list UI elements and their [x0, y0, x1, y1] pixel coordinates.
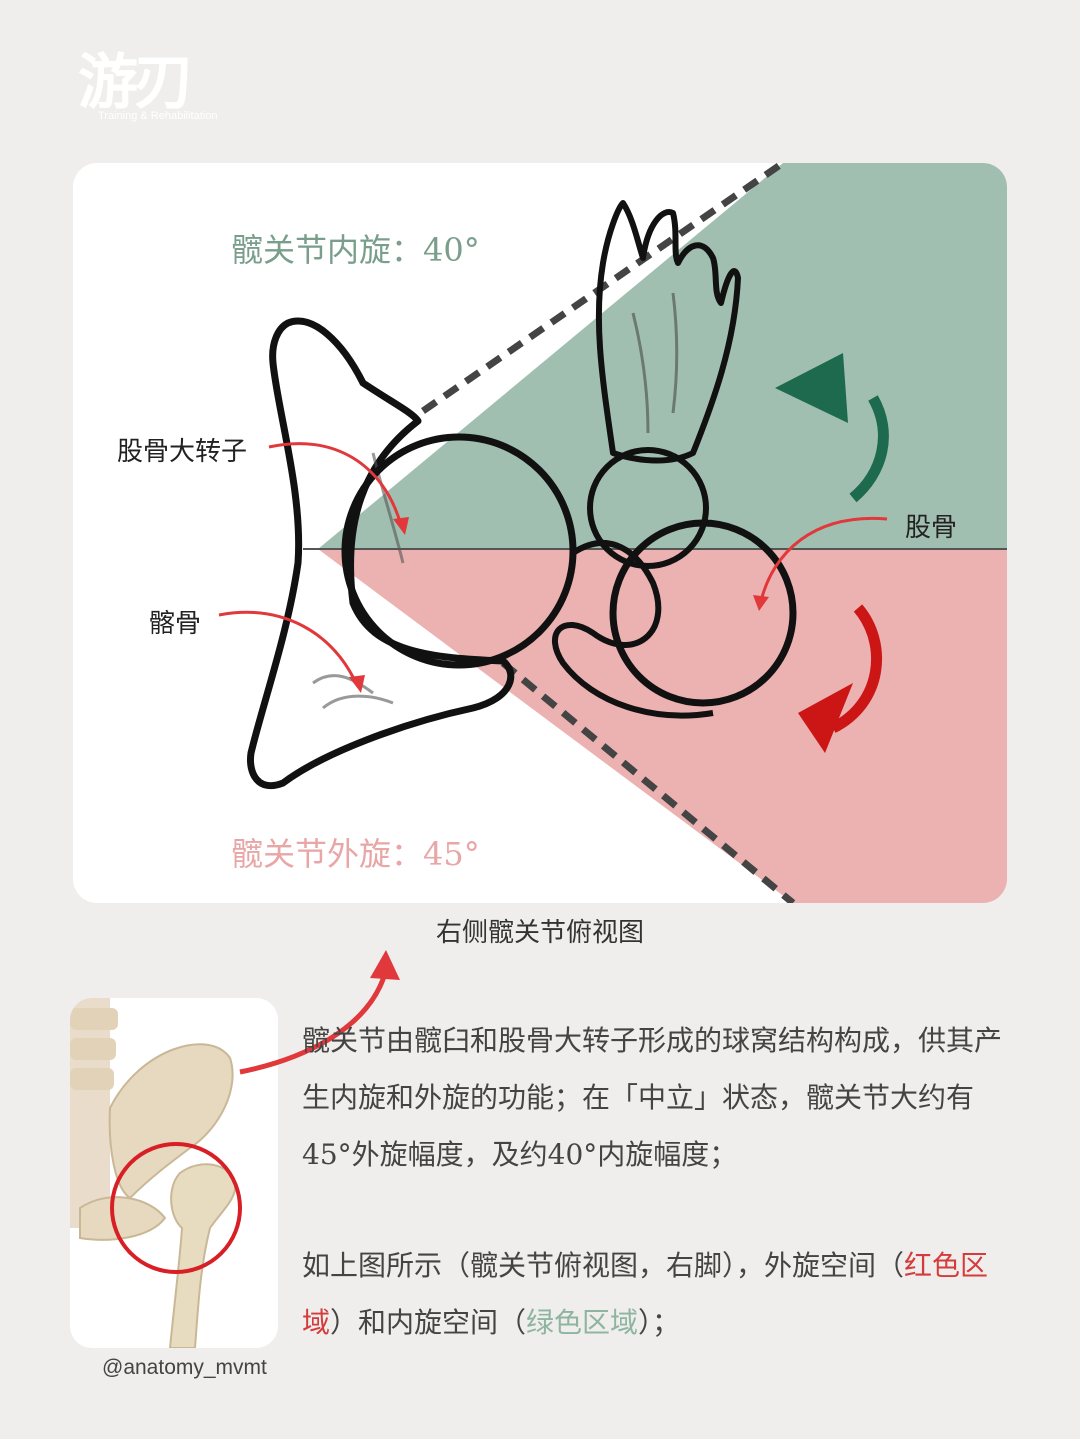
para2-part-c: ）； [638, 1306, 681, 1339]
hip-joint-highlight-circle [110, 1142, 242, 1274]
ilium-pointer [218, 610, 359, 686]
red-zone-term: 红色区域 [302, 1249, 989, 1339]
iliac-wing [108, 1043, 234, 1200]
brand-logo-mark: 游刃 [78, 48, 194, 118]
green-zone-term: 绿色区域 [526, 1306, 639, 1339]
external-rotation-arrowhead [798, 683, 853, 753]
external-boundary-line [500, 660, 796, 903]
brand-logo: 游刃 Training & Rehabilitation [78, 48, 238, 128]
ilium-pointer-head [349, 675, 365, 693]
internal-rotation-zone [318, 163, 1007, 549]
foot-shading [631, 292, 679, 434]
pelvis-illustration [70, 998, 242, 1348]
greater-trochanter-label: 股骨大转子 [117, 437, 248, 467]
diagram-caption: 右侧髋关节俯视图 [435, 918, 644, 948]
greater-trochanter-pointer-head [393, 517, 409, 535]
para2-part-b: ）和内旋空间（ [330, 1306, 527, 1339]
ilium-shading [312, 452, 405, 710]
patella-circle [587, 447, 709, 569]
pelvis-photo [70, 998, 278, 1348]
hip-diagram-svg [218, 163, 1007, 903]
ilium-label: 髂骨 [149, 609, 202, 639]
greater-trochanter-pointer [268, 442, 403, 526]
vertebra [70, 1038, 116, 1060]
foot-outline [595, 200, 741, 464]
ilium-outline [246, 317, 515, 790]
femur-bone [168, 1163, 237, 1348]
hip-diagram-card: 髋关节内旋：40° 髋关节外旋：45° 股骨大转子 髂骨 股骨 [73, 163, 1007, 903]
vertebra [70, 1008, 118, 1030]
brand-logo-subtitle: Training & Rehabilitation [98, 110, 218, 122]
external-rotation-zone [318, 549, 1007, 903]
femur-pointer-head [753, 595, 769, 611]
photo-credit: @anatomy_mvmt [102, 1356, 267, 1379]
internal-rotation-arrow [849, 395, 889, 503]
femur-shaft [551, 540, 714, 719]
femur-label: 股骨 [905, 513, 958, 543]
external-rotation-arrow [830, 604, 883, 733]
para2-part-a: 如上图所示（髋关节俯视图，右脚），外旋空间（ [302, 1249, 905, 1282]
external-rotation-label: 髋关节外旋：45° [231, 835, 480, 873]
pubic-bone [79, 1196, 167, 1241]
description-paragraph-2: 如上图所示（髋关节俯视图，右脚），外旋空间（红色区域）和内旋空间（绿色区域）； [302, 1237, 1002, 1351]
femur-pointer [759, 516, 888, 602]
internal-rotation-label: 髋关节内旋：40° [231, 231, 480, 269]
description-paragraph-1: 髋关节由髋臼和股骨大转子形成的球窝结构构成，供其产生内旋和外旋的功能；在「中立」… [302, 1024, 1003, 1171]
internal-rotation-arrowhead [775, 353, 848, 423]
vertebra [70, 1068, 114, 1090]
